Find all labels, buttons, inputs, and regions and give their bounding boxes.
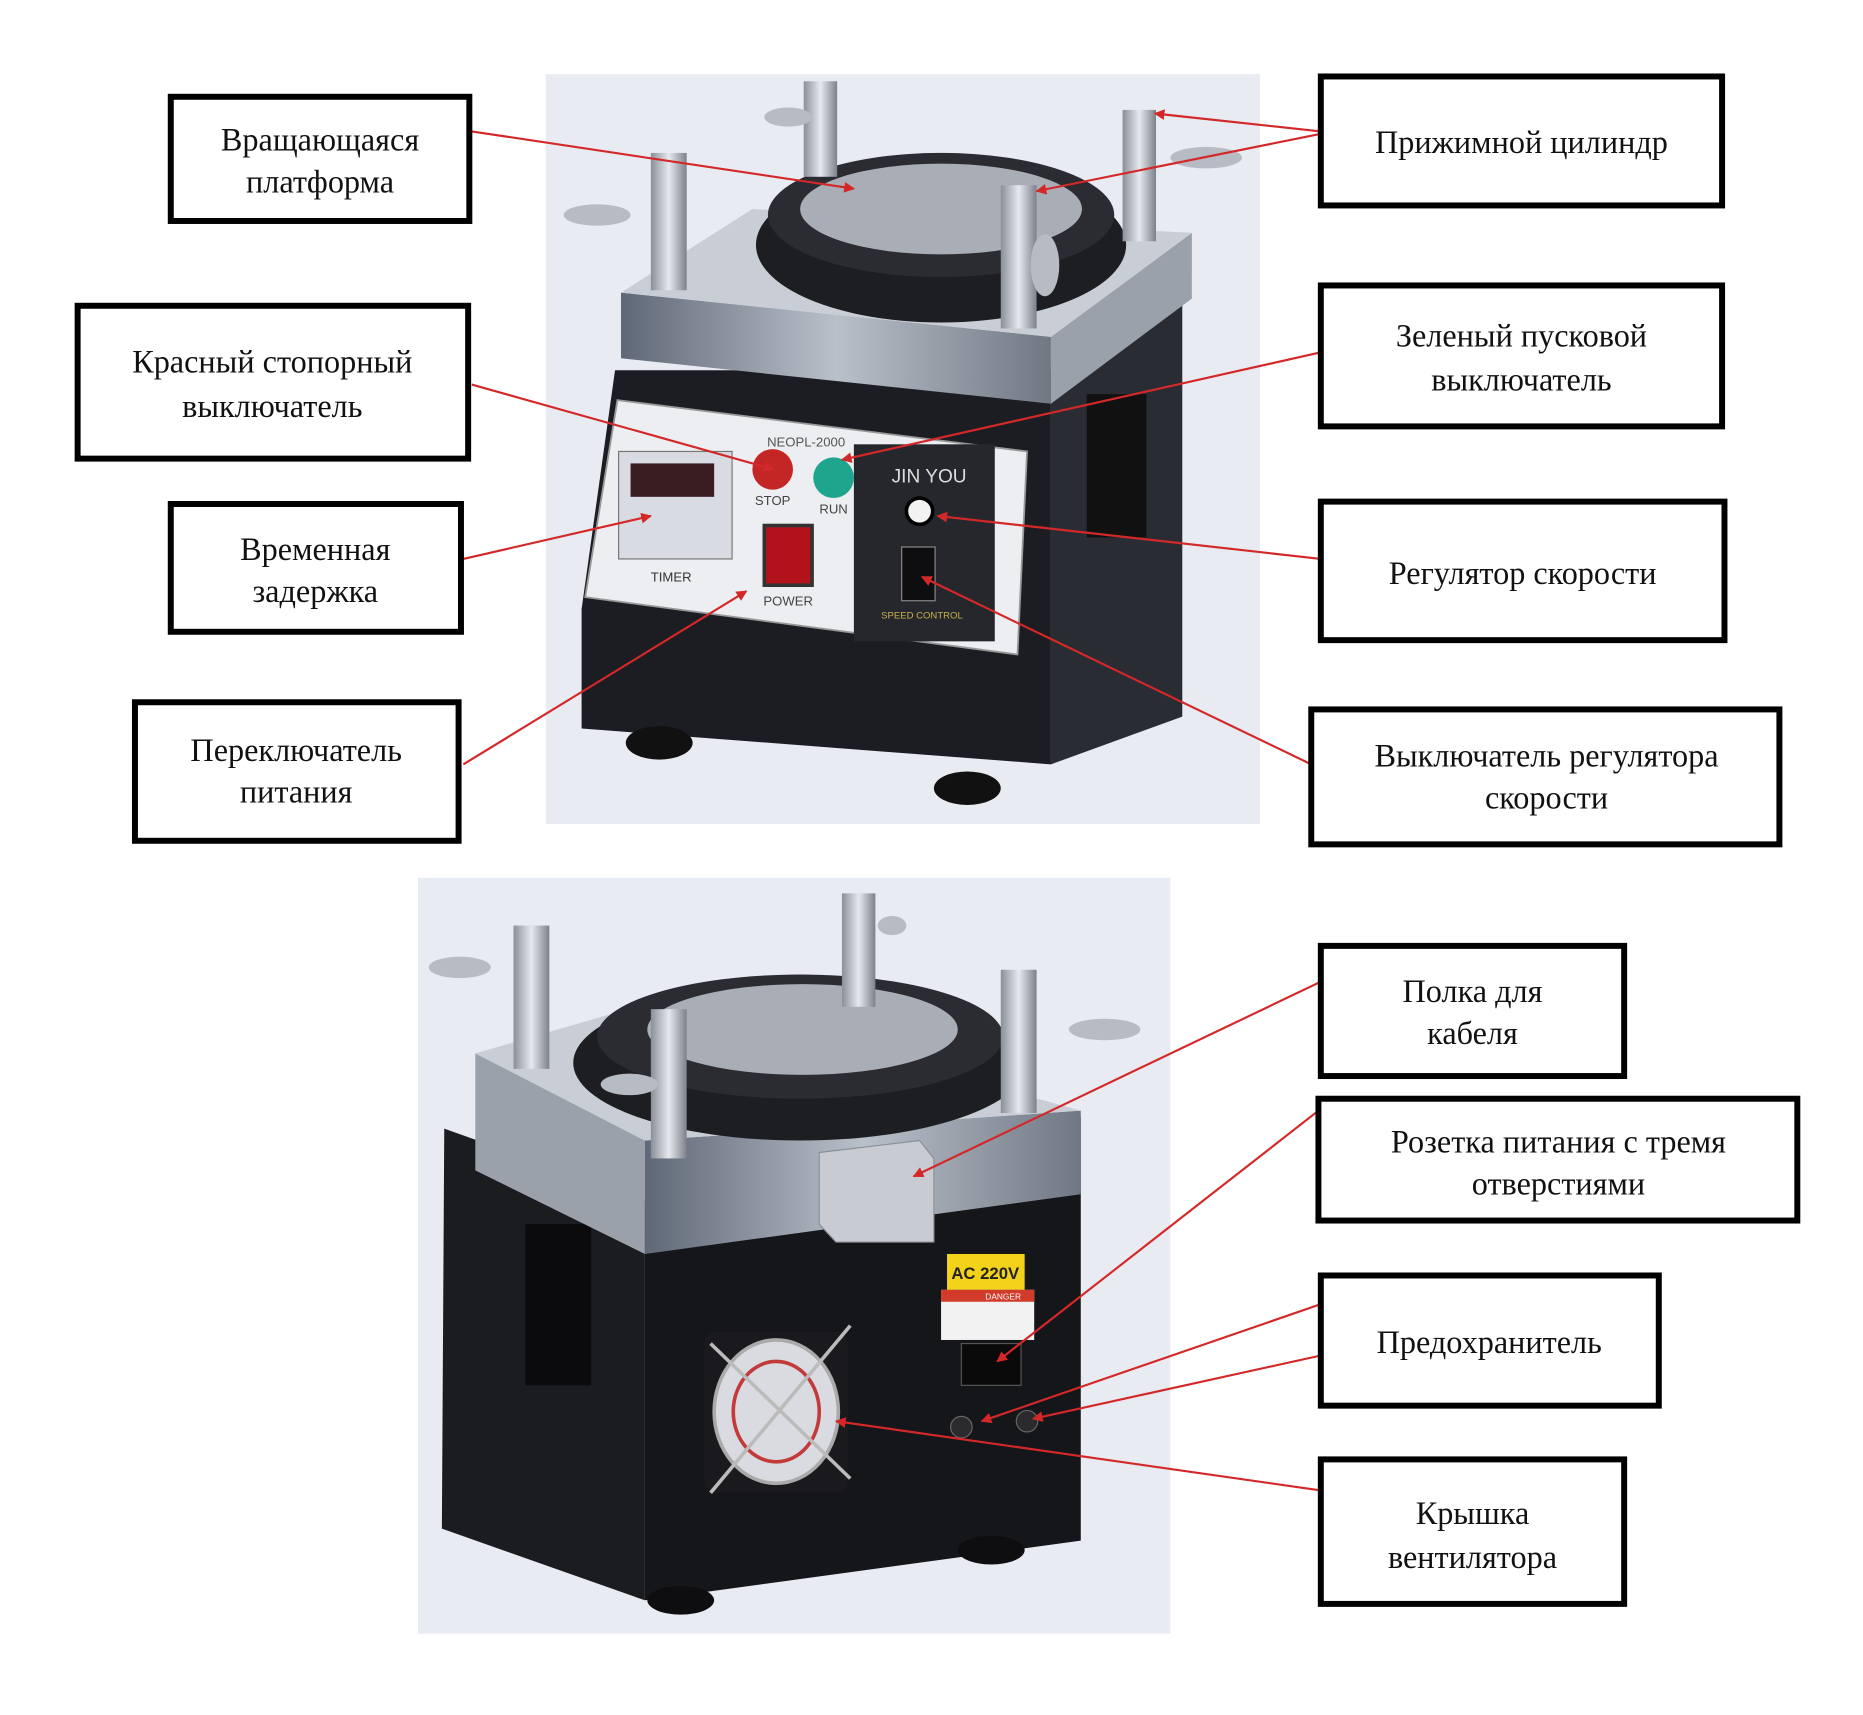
- pointer-pressure-cylinder-1: [1153, 109, 1321, 133]
- pointer-fuse-2: [1031, 1354, 1322, 1422]
- cable-shelf: [818, 1139, 935, 1243]
- svg-text:Предохранитель: Предохранитель: [1377, 1324, 1602, 1360]
- pointer-speed-switch: [920, 575, 1312, 766]
- label-pressure-cylinder: Прижимной цилиндр: [1317, 73, 1726, 209]
- power-switch: [762, 523, 814, 588]
- voltage-text: AC 220V: [951, 1264, 1020, 1283]
- pointer-rotating-platform: [471, 130, 855, 193]
- pointer-socket: [996, 1109, 1320, 1363]
- speed-knob: [904, 496, 935, 527]
- side-handle-opening: [1086, 394, 1147, 538]
- speed-regulator-switch: [901, 546, 936, 602]
- pressure-cylinders-back: [428, 893, 1141, 1159]
- power-text: POWER: [763, 594, 813, 609]
- photo-front-view: TIMER NEOPL-2000 STOP RUN POWER JIN YOU …: [545, 74, 1260, 825]
- pointer-power-switch: [462, 590, 748, 766]
- run-button: [813, 457, 854, 499]
- pointer-cable-shelf: [912, 980, 1322, 1178]
- svg-text:Регулятор скорости: Регулятор скорости: [1389, 555, 1657, 591]
- fan-cover: [704, 1324, 852, 1494]
- timer-text: TIMER: [651, 570, 692, 585]
- fuse-2: [1015, 1409, 1039, 1433]
- model-text: NEOPL-2000: [767, 435, 845, 450]
- pointer-pressure-cylinder-2: [1035, 132, 1322, 195]
- side-handle-opening: [525, 1224, 592, 1386]
- pointer-red-stop: [471, 383, 775, 472]
- voltage-sticker: [947, 1253, 1025, 1290]
- brand-text: JIN YOU: [892, 467, 967, 488]
- svg-text:Прижимной цилиндр: Прижимной цилиндр: [1375, 124, 1668, 160]
- pointer-fuse-1: [980, 1303, 1322, 1424]
- label-fuse: Предохранитель: [1317, 1272, 1662, 1409]
- danger-text: DANGER: [985, 1291, 1021, 1301]
- speed-control-text: SPEED CONTROL: [881, 611, 963, 622]
- fuse-1: [950, 1415, 973, 1439]
- speed-control-module: [853, 444, 995, 642]
- pointer-green-start: [840, 351, 1322, 463]
- pointer-lines: [462, 109, 1322, 1492]
- stop-text: STOP: [755, 493, 791, 508]
- pointer-time-delay: [463, 512, 652, 560]
- pointer-speed-regulator: [936, 511, 1321, 561]
- run-text: RUN: [819, 502, 847, 517]
- label-speed-regulator: Регулятор скорости: [1317, 498, 1728, 644]
- photo-back-view: AC 220V DANGER: [417, 877, 1171, 1634]
- pointer-fan-cover: [834, 1417, 1321, 1492]
